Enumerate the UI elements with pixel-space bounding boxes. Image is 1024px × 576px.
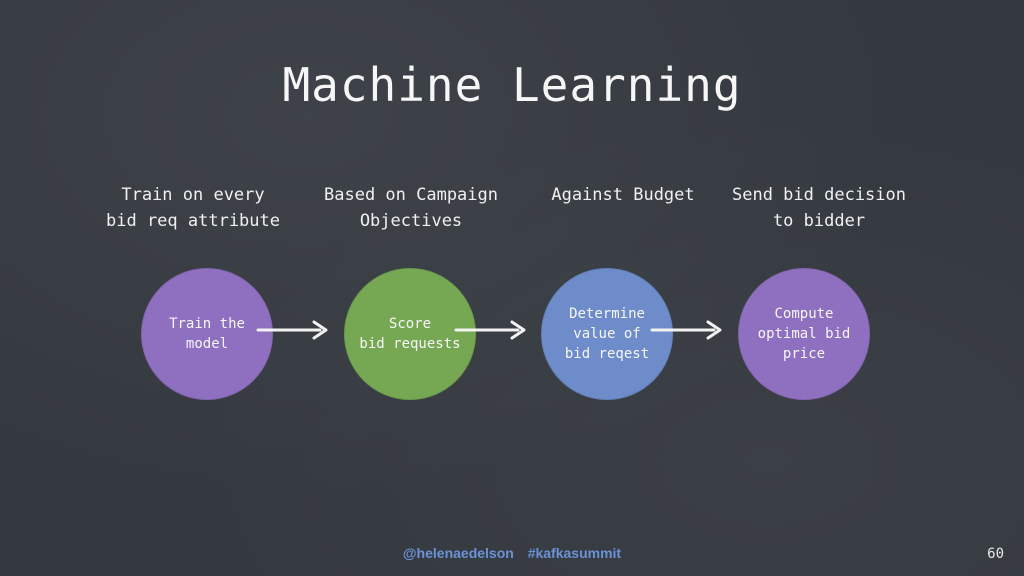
node-train-model: Train the model (141, 268, 273, 400)
footer-handle: @helenaedelson (402, 545, 514, 561)
node-compute-bid-price: Compute optimal bid price (738, 268, 870, 400)
caption-step-4: Send bid decision to bidder (732, 185, 906, 231)
caption-step-2: Based on Campaign Objectives (324, 185, 498, 231)
node-label: Score bid requests (359, 316, 461, 352)
footer-hashtag: #kafkasummit (527, 545, 622, 561)
caption-step-3: Against Budget (551, 185, 695, 205)
arrow-right-icon (650, 320, 722, 340)
node-label: Determine value of bid reqest (564, 306, 650, 362)
page-number: 60 (987, 546, 1004, 562)
node-label: Train the model (169, 316, 245, 352)
footer: @helenaedelson #kafkasummit (0, 545, 1024, 561)
node-label: Compute optimal bid price (757, 306, 851, 362)
caption-step-1: Train on every bid req attribute (106, 185, 280, 231)
node-score-bid-requests: Score bid requests (344, 268, 476, 400)
arrow-right-icon (454, 320, 526, 340)
arrow-right-icon (256, 320, 328, 340)
node-determine-value: Determine value of bid reqest (541, 268, 673, 400)
slide-title: Machine Learning (282, 58, 742, 112)
